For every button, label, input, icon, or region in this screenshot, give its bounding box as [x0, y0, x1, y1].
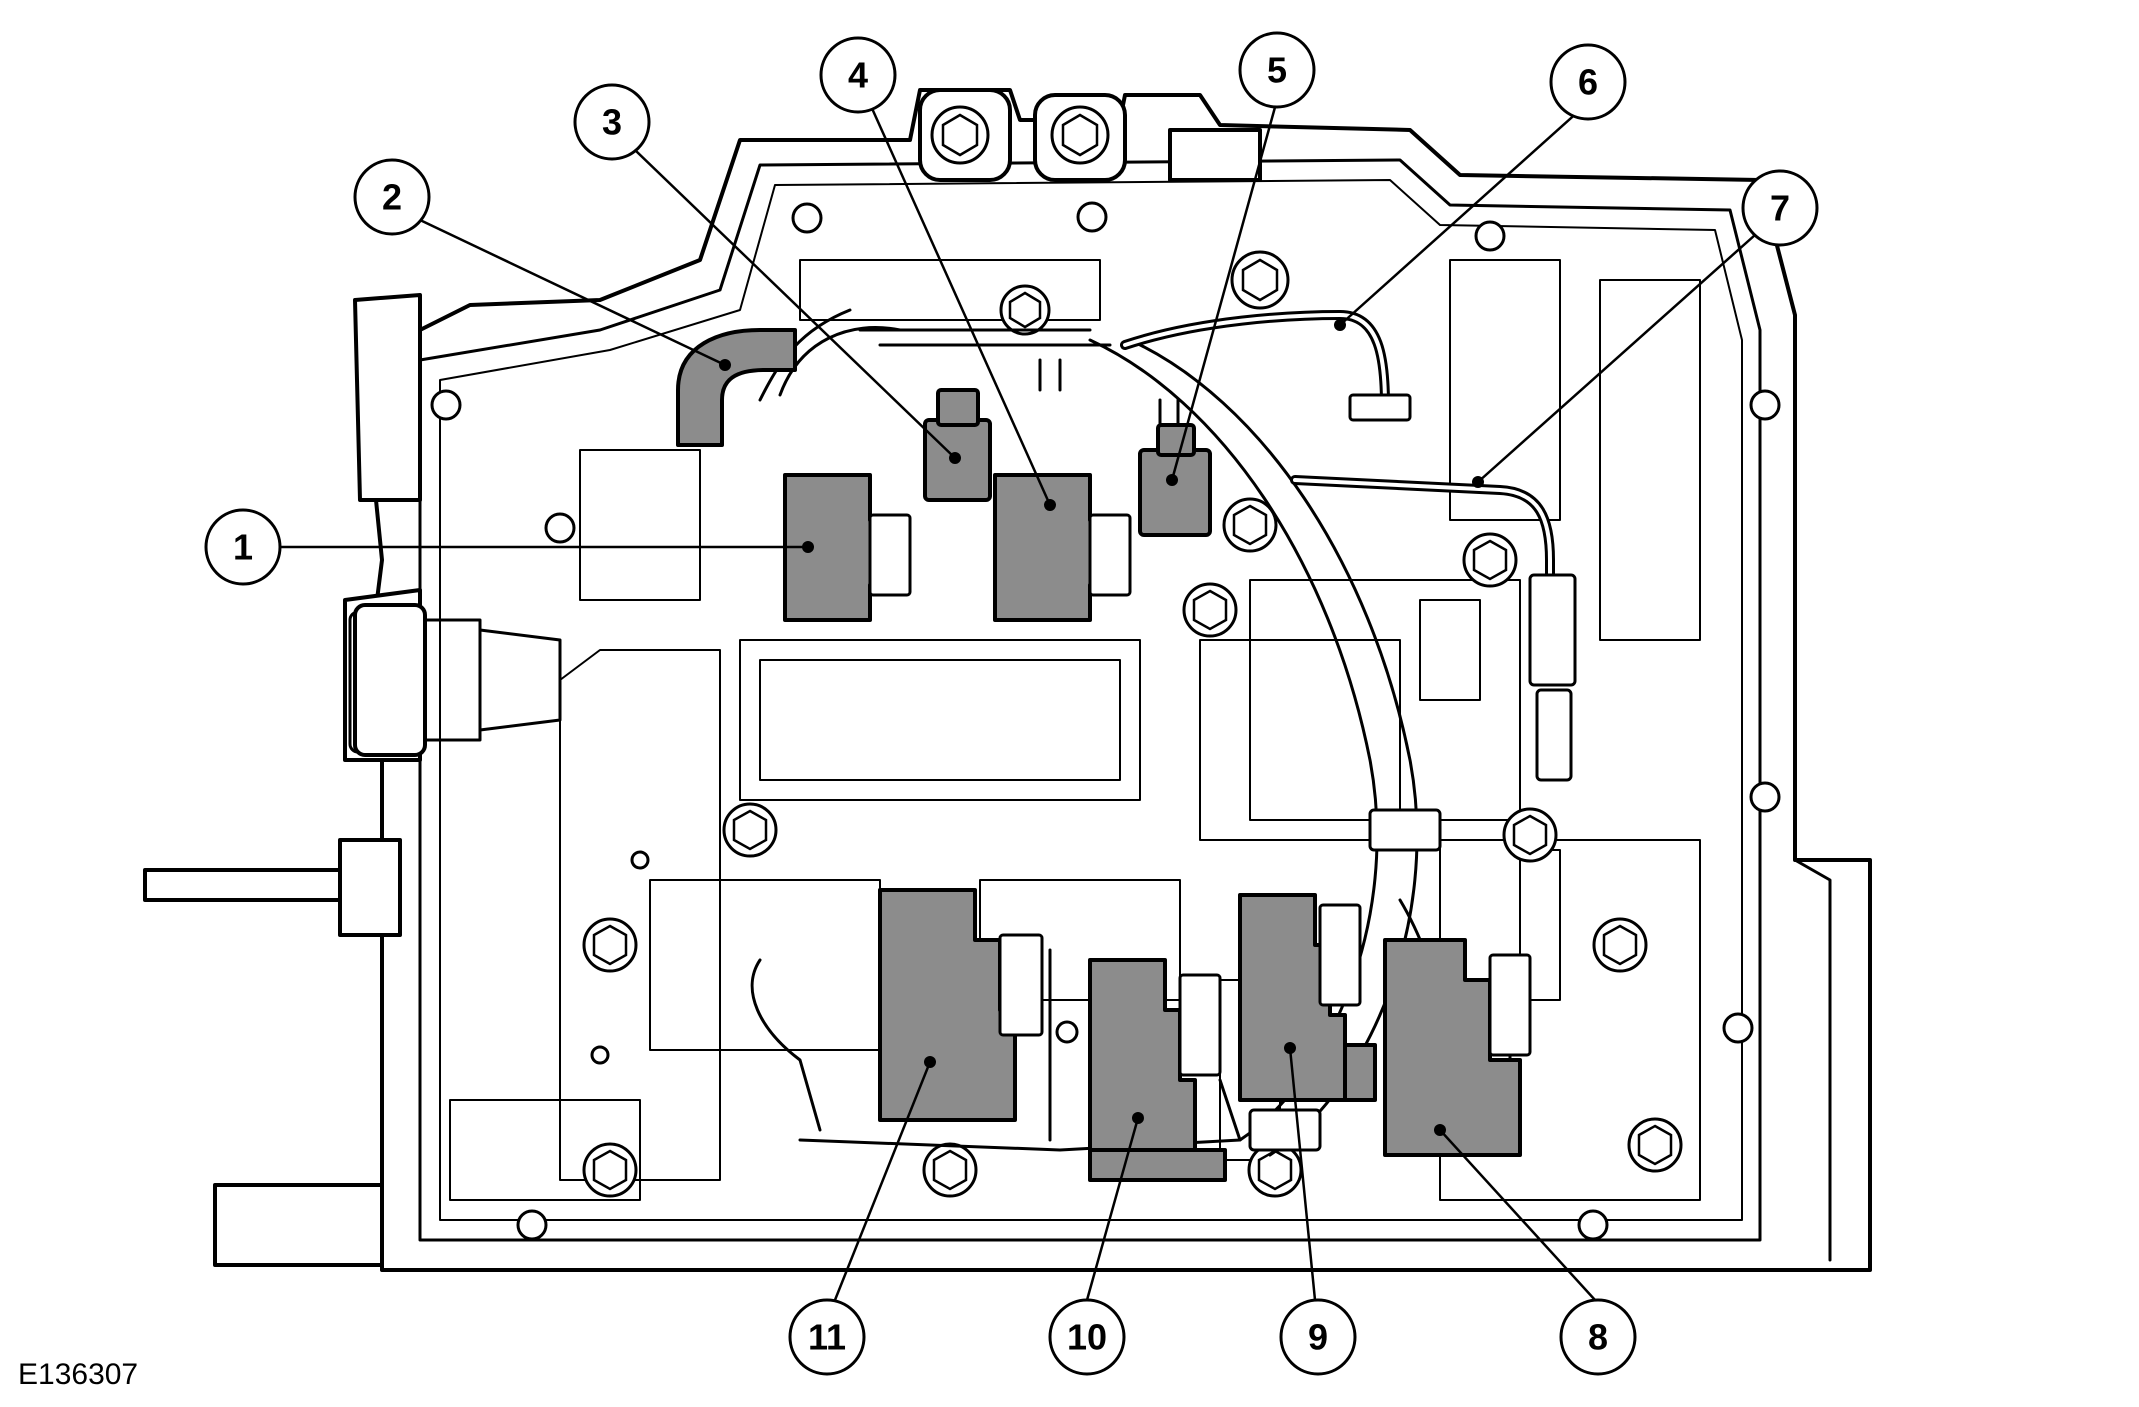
callout-8-label: 8 — [1588, 1317, 1608, 1358]
callout-3-label: 3 — [602, 102, 622, 143]
callout-6: 6 — [1549, 43, 1627, 121]
leader-lines — [280, 94, 1756, 1301]
solenoid-11 — [878, 888, 1044, 1122]
callout-1-label: 1 — [233, 527, 253, 568]
callout-9: 9 — [1279, 1298, 1357, 1376]
bolt — [1222, 497, 1278, 553]
bolt — [922, 1142, 978, 1198]
callout-2-label: 2 — [382, 177, 402, 218]
bolt — [582, 917, 638, 973]
callout-7: 7 — [1741, 169, 1819, 247]
bolt — [722, 802, 778, 858]
solenoid-8 — [1383, 938, 1532, 1157]
callout-7-label: 7 — [1770, 188, 1790, 229]
callout-8: 8 — [1559, 1298, 1637, 1376]
bolt — [1182, 582, 1238, 638]
callout-9-label: 9 — [1308, 1317, 1328, 1358]
bolt — [930, 105, 990, 165]
solenoid-4 — [993, 473, 1132, 622]
mounting-holes — [430, 201, 1781, 1241]
callout-11-label: 11 — [808, 1317, 846, 1358]
bolt — [1050, 105, 1110, 165]
wiring-harness — [750, 308, 1577, 1157]
bolt — [1502, 807, 1558, 863]
callout-6-label: 6 — [1578, 62, 1598, 103]
callout-2: 2 — [353, 158, 431, 236]
bolt — [1230, 250, 1290, 310]
callout-10-label: 10 — [1067, 1317, 1107, 1358]
figure-reference-code: E136307 — [18, 1358, 139, 1391]
callout-11: 11 — [788, 1298, 866, 1376]
bolt — [1592, 917, 1648, 973]
callout-4: 4 — [819, 36, 897, 114]
main-connector — [353, 603, 562, 757]
bolt — [999, 284, 1051, 336]
bolt — [1462, 532, 1518, 588]
callout-3: 3 — [573, 83, 651, 161]
callout-10: 10 — [1048, 1298, 1126, 1376]
solenoid-10 — [1088, 958, 1227, 1182]
solenoid-5 — [1138, 423, 1212, 537]
callout-1: 1 — [204, 508, 282, 586]
solenoid-2 — [676, 328, 797, 447]
callout-5-label: 5 — [1267, 50, 1287, 91]
bolt — [582, 1142, 638, 1198]
bolt — [1627, 1117, 1683, 1173]
callout-4-label: 4 — [848, 55, 868, 96]
solenoid-1 — [783, 473, 912, 622]
callouts: 1 2 3 4 5 6 7 8 9 10 11 — [204, 31, 1819, 1376]
solenoid-9 — [1238, 893, 1377, 1102]
callout-5: 5 — [1238, 31, 1316, 109]
bolts — [582, 105, 1683, 1198]
